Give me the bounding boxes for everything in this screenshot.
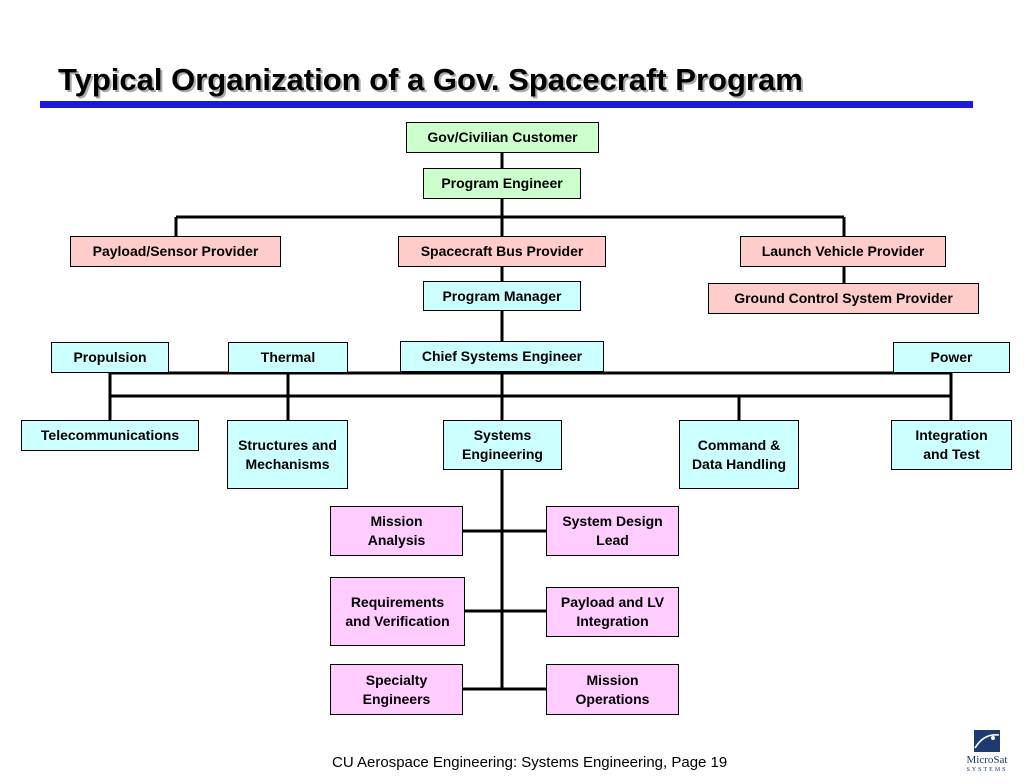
node-spacecraft-bus-provider: Spacecraft Bus Provider <box>398 236 606 267</box>
node-mission-analysis: Mission Analysis <box>330 506 463 556</box>
node-ground-control-system-provider: Ground Control System Provider <box>708 283 979 314</box>
title-rule <box>40 101 973 108</box>
microsat-emblem-icon <box>974 730 1000 752</box>
page-title: Typical Organization of a Gov. Spacecraf… <box>58 62 803 97</box>
node-requirements-and-verification: Requirements and Verification <box>330 577 465 646</box>
node-chief-systems-engineer: Chief Systems Engineer <box>400 341 604 372</box>
node-thermal: Thermal <box>228 342 348 373</box>
node-power: Power <box>893 342 1010 373</box>
node-specialty-engineers: Specialty Engineers <box>330 664 463 715</box>
node-telecommunications: Telecommunications <box>21 420 199 451</box>
microsat-logo: MicroSat SYSTEMS <box>956 730 1018 778</box>
node-payload-and-lv-integration: Payload and LV Integration <box>546 587 679 637</box>
node-command-and-data-handling: Command & Data Handling <box>679 420 799 489</box>
node-payload-sensor-provider: Payload/Sensor Provider <box>70 236 281 267</box>
node-launch-vehicle-provider: Launch Vehicle Provider <box>740 236 946 267</box>
node-system-design-lead: System Design Lead <box>546 506 679 556</box>
node-program-engineer: Program Engineer <box>423 168 581 199</box>
node-mission-operations: Mission Operations <box>546 664 679 715</box>
node-integration-and-test: Integration and Test <box>891 420 1012 470</box>
node-systems-engineering: Systems Engineering <box>443 420 562 470</box>
page-footer: CU Aerospace Engineering: Systems Engine… <box>332 754 728 771</box>
node-propulsion: Propulsion <box>51 342 169 373</box>
node-gov-civilian-customer: Gov/Civilian Customer <box>406 122 599 153</box>
microsat-logo-name: MicroSat <box>966 754 1008 766</box>
node-program-manager: Program Manager <box>423 281 581 311</box>
node-structures-and-mechanisms: Structures and Mechanisms <box>227 420 348 489</box>
microsat-logo-sub: SYSTEMS <box>966 767 1008 773</box>
